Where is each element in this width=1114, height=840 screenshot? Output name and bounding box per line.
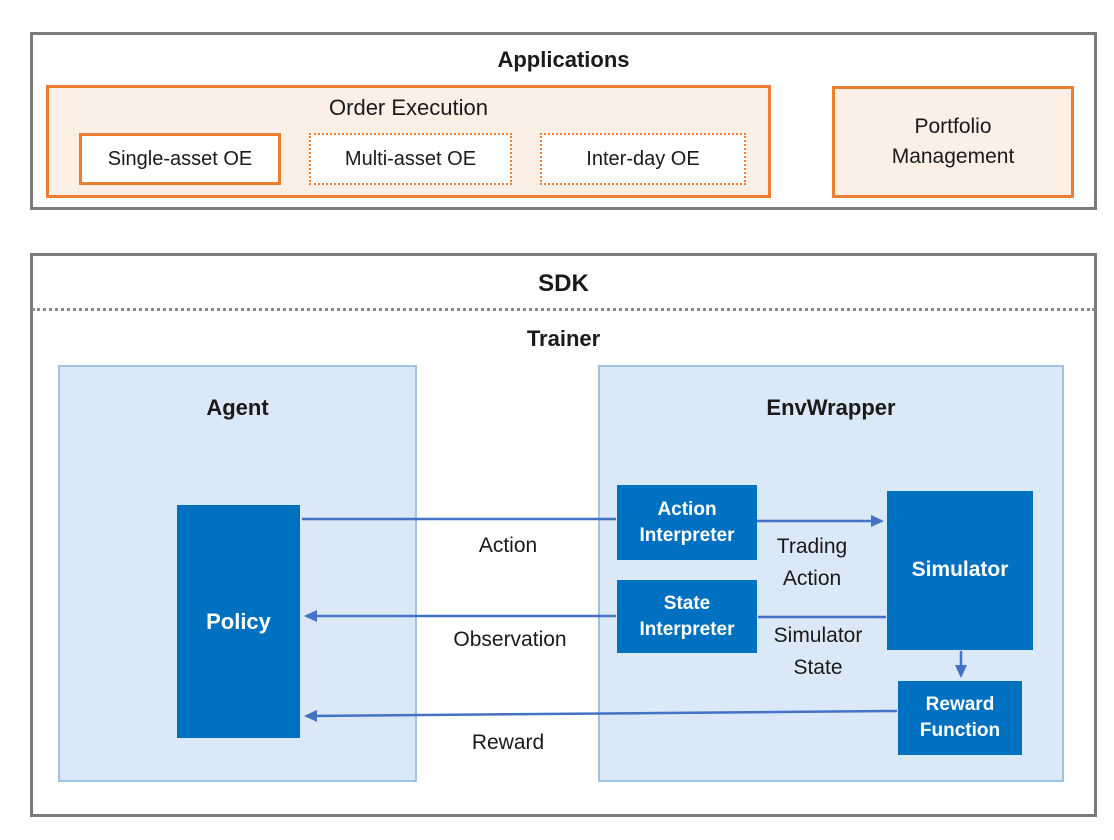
simulator-label: Simulator	[911, 558, 1009, 582]
sdk-divider	[32, 308, 1095, 311]
order-execution-group: Order Execution Single-asset OE Multi-as…	[46, 85, 771, 198]
portfolio-management-label: Portfolio Management	[891, 114, 1015, 168]
agent-box: Agent Policy	[58, 365, 417, 782]
reward-function-label: Reward Function	[919, 694, 1001, 741]
trainer-title: Trainer	[526, 326, 601, 351]
sdk-title: SDK	[538, 270, 589, 297]
policy-box: Policy	[177, 505, 300, 738]
observation-label: Observation	[453, 628, 567, 651]
applications-title: Applications	[497, 47, 630, 72]
applications-panel: Applications Order Execution Single-asse…	[30, 32, 1097, 210]
app-box-inter-day-oe: Inter-day OE	[540, 133, 746, 185]
simulator-box: Simulator	[887, 491, 1033, 650]
action-label: Action	[478, 534, 538, 557]
app-box-multi-asset-oe: Multi-asset OE	[309, 133, 512, 185]
state-interpreter-label: State Interpreter	[639, 592, 735, 640]
state-interpreter-box: State Interpreter	[617, 580, 757, 653]
reward-function-box: Reward Function	[898, 681, 1022, 755]
action-interpreter-box: Action Interpreter	[617, 485, 757, 560]
trading-action-label: Trading Action	[776, 535, 848, 590]
single-asset-oe-label: Single-asset OE	[107, 147, 253, 170]
policy-label: Policy	[206, 608, 271, 634]
app-box-single-asset-oe: Single-asset OE	[79, 133, 281, 185]
simulator-state-label: Simulator State	[773, 624, 863, 679]
order-execution-title: Order Execution	[329, 95, 488, 120]
inter-day-oe-label: Inter-day OE	[586, 147, 700, 170]
action-interpreter-label: Action Interpreter	[639, 498, 735, 546]
reward-label: Reward	[471, 731, 545, 754]
agent-title: Agent	[206, 395, 269, 420]
envwrapper-title: EnvWrapper	[766, 395, 896, 420]
multi-asset-oe-label: Multi-asset OE	[344, 147, 477, 170]
portfolio-management-box: Portfolio Management	[832, 86, 1074, 198]
